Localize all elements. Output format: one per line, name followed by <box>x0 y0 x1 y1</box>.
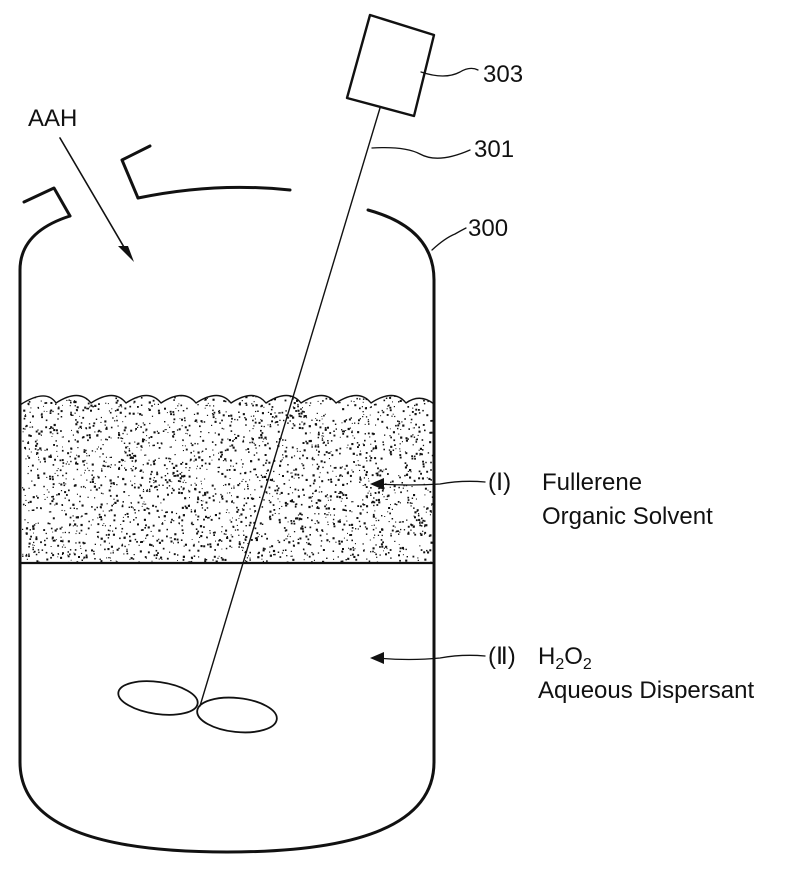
inlet-right-lip <box>122 146 150 198</box>
vessel-top-right-shoulder <box>368 210 434 280</box>
vessel <box>20 187 434 852</box>
upper-layer-stipple <box>22 388 433 564</box>
shaft-ref-label: 301 <box>474 136 514 163</box>
liquid-surface-waves <box>20 396 434 406</box>
vessel-top-dome <box>138 187 290 198</box>
impeller-blade-left <box>116 677 200 720</box>
vessel-left-wall <box>20 216 70 762</box>
inlet-arrowhead <box>118 246 134 262</box>
impeller-blade-right <box>195 694 278 736</box>
layer1-subtitle: Organic Solvent <box>542 503 713 530</box>
inlet-left-lip <box>24 188 70 216</box>
layer2-subtitle: Aqueous Dispersant <box>538 677 754 704</box>
leader-301 <box>372 148 470 159</box>
vessel-ref-label: 300 <box>468 215 508 242</box>
stirrer-shaft <box>200 108 380 706</box>
leader-300 <box>432 228 466 250</box>
vessel-bottom <box>20 762 434 852</box>
inlet-nozzle <box>24 146 150 216</box>
inlet-label: AAH <box>28 105 77 132</box>
upper-layer-fullerene <box>20 388 434 564</box>
motor-ref-label: 303 <box>483 61 523 88</box>
impeller <box>116 677 278 736</box>
motor-box <box>347 15 434 116</box>
leader-303 <box>421 68 478 76</box>
layer2-formula: H2O2 <box>538 643 592 673</box>
inlet-arrow <box>60 138 134 262</box>
layer2-pointer <box>370 652 485 664</box>
layer1-title: Fullerene <box>542 469 642 496</box>
layer2-marker: (Ⅱ) <box>488 643 516 670</box>
layer1-marker: (Ⅰ) <box>488 469 511 496</box>
layer1-pointer <box>370 478 485 490</box>
